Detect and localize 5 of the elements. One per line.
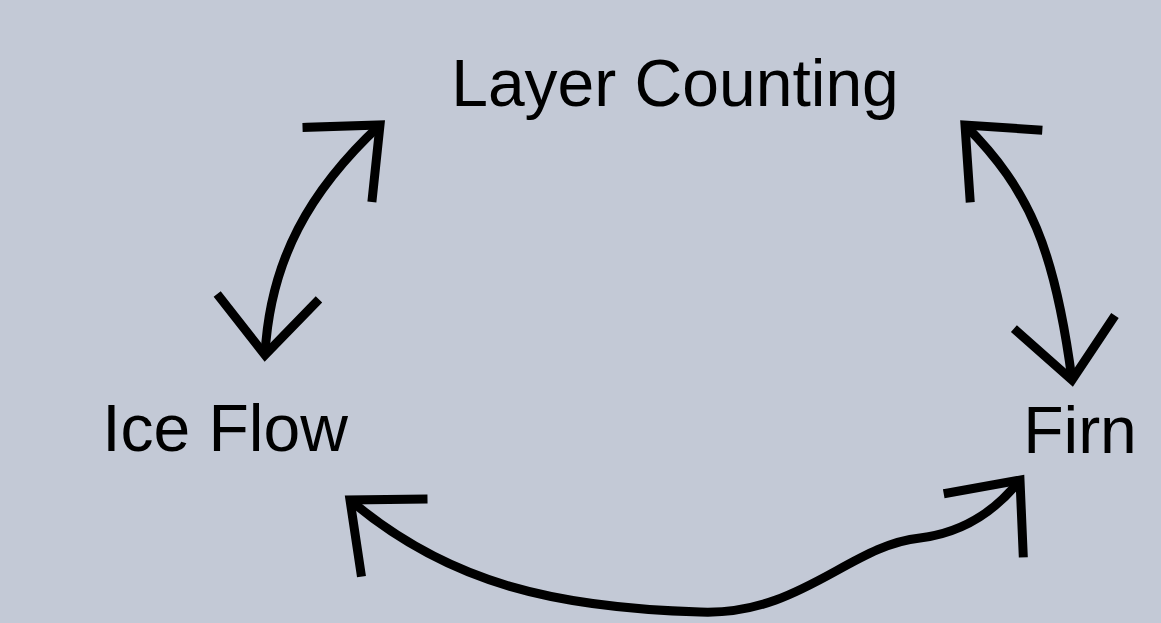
node-label: Layer Counting <box>370 40 980 125</box>
node-label: Ice Flow <box>85 355 365 500</box>
node-label: Firn <box>1015 380 1145 480</box>
double-arrow <box>345 475 1027 617</box>
double-arrow <box>960 120 1117 385</box>
